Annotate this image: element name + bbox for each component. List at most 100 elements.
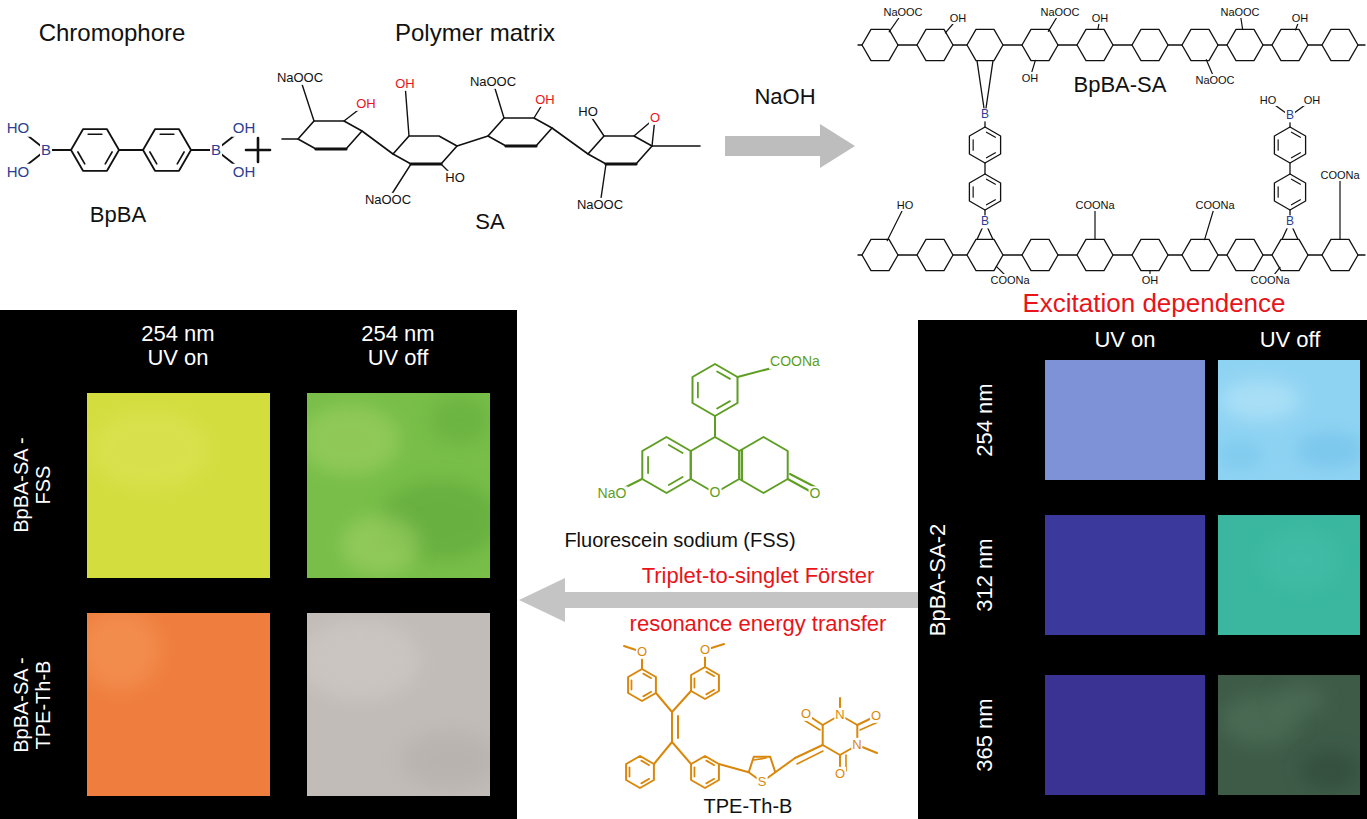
double-bond xyxy=(741,450,743,480)
double-bond xyxy=(1291,179,1300,184)
atom-label: B xyxy=(40,142,52,159)
bond-line xyxy=(405,84,409,136)
atom-label: NaOOC xyxy=(1194,74,1235,86)
sugar-ring-front xyxy=(411,162,441,165)
atom-label: OH xyxy=(232,120,257,137)
ring xyxy=(642,437,690,493)
atom-label: O xyxy=(809,486,822,501)
bond-line xyxy=(1168,254,1182,255)
bond-line xyxy=(795,745,823,758)
panel-text: 254 nm UV on xyxy=(128,322,228,370)
double-bond xyxy=(78,152,85,164)
bond-line xyxy=(984,163,985,174)
sugar-ring xyxy=(1227,29,1263,60)
double-bond xyxy=(677,716,679,738)
bond-line xyxy=(119,149,143,151)
atom-label: O xyxy=(636,645,648,659)
sample-photo xyxy=(307,613,490,796)
sugar-ring xyxy=(393,136,457,164)
sample-photo xyxy=(307,393,490,578)
compound-name: BpBA xyxy=(89,203,147,227)
double-bond xyxy=(631,680,633,689)
ring xyxy=(969,127,1000,163)
double-bond xyxy=(706,761,714,766)
double-bond xyxy=(797,751,823,764)
ring xyxy=(626,756,654,788)
sugar-ring xyxy=(1022,239,1058,270)
double-bond xyxy=(1291,132,1300,137)
compound-name: SA xyxy=(474,210,505,234)
ring xyxy=(691,756,719,788)
atom-label: HO xyxy=(444,171,466,185)
double-bond xyxy=(706,779,714,784)
panel-text: 365 nm xyxy=(973,698,997,771)
bond-line xyxy=(654,742,672,764)
bond-line xyxy=(1358,254,1365,255)
double-bond xyxy=(804,720,820,730)
bond-line xyxy=(1218,44,1227,45)
sugar-ring-front xyxy=(316,147,346,150)
process-label: resonance energy transfer xyxy=(629,612,888,636)
sample-photo xyxy=(87,613,270,796)
double-bond xyxy=(706,672,714,677)
ring xyxy=(739,437,787,493)
sugar-ring xyxy=(1077,29,1113,60)
bond-line xyxy=(985,61,993,115)
reaction-arrow xyxy=(725,124,855,168)
bond-line xyxy=(1358,44,1365,45)
atom-label: S xyxy=(757,775,768,789)
photo-mottle xyxy=(90,410,210,490)
atom-label: N xyxy=(851,738,862,752)
bond-line xyxy=(656,693,672,712)
photo-mottle xyxy=(1220,380,1300,420)
atom-label: NaO xyxy=(597,486,628,501)
sugar-ring xyxy=(1182,29,1218,60)
sample-photo xyxy=(1045,360,1205,480)
bond-line xyxy=(552,128,588,154)
atom-label: OH xyxy=(394,77,416,91)
bond-line xyxy=(1113,44,1132,45)
photo-mottle xyxy=(430,395,490,445)
bond-line xyxy=(671,712,673,742)
ring xyxy=(1274,127,1305,163)
atom-label: NaOOC xyxy=(882,6,923,18)
arrow-head xyxy=(519,578,565,622)
double-bond xyxy=(706,690,714,695)
panel-text: UV on xyxy=(1094,328,1155,352)
atom-label: OH xyxy=(1021,72,1040,84)
atom-label: OH xyxy=(1291,12,1310,24)
sugar-ring xyxy=(1272,239,1308,270)
sample-photo xyxy=(87,393,270,578)
ring xyxy=(691,667,719,699)
bond-line xyxy=(1263,254,1272,255)
sugar-ring xyxy=(1022,29,1058,60)
compound-name: TPE-Th-B xyxy=(703,795,794,817)
atom-label: COONa xyxy=(1074,199,1115,211)
atom-label: O xyxy=(649,111,661,125)
sugar-ring xyxy=(862,29,898,60)
double-bond xyxy=(643,674,651,679)
photo-mottle xyxy=(1218,440,1265,470)
sample-photo xyxy=(1045,515,1205,635)
sugar-ring xyxy=(1077,239,1113,270)
atom-label: HO xyxy=(6,120,31,137)
bond-line xyxy=(457,136,488,146)
atom-label: B xyxy=(1285,215,1295,228)
double-bond xyxy=(669,445,683,453)
sugar-ring xyxy=(967,239,1003,270)
bond-line xyxy=(1289,163,1290,174)
sample-photo xyxy=(1045,515,1205,635)
double-bond xyxy=(717,371,730,378)
bond-line xyxy=(898,44,917,45)
atom-label: O xyxy=(709,485,722,500)
atom-label: HO xyxy=(896,199,915,211)
ring xyxy=(969,174,1000,210)
bond-line xyxy=(1058,44,1077,45)
compound-name: Fluorescein sodium (FSS) xyxy=(563,529,796,551)
section-title: Chromophore xyxy=(38,20,187,46)
sample-photo xyxy=(1218,515,1360,635)
sugar-ring xyxy=(488,118,552,146)
bond-line xyxy=(672,742,691,764)
